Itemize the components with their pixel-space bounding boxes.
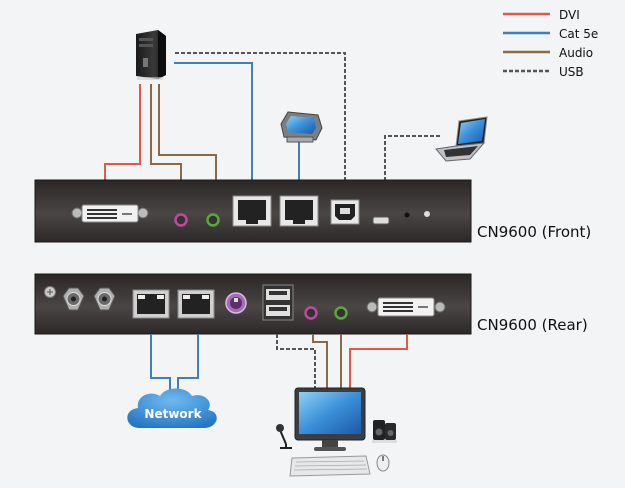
front-cables — [104, 52, 440, 210]
legend-item-audio: Audio — [503, 46, 593, 60]
rear-unit — [34, 273, 472, 335]
mini-usb-port-front — [372, 216, 390, 225]
monitor-icon — [294, 387, 366, 451]
reset-button[interactable] — [423, 210, 431, 218]
legend-item-usb: USB — [503, 65, 584, 79]
cable-cat5e-pc — [174, 62, 253, 190]
touch-panel-icon — [280, 111, 323, 143]
dvi-port-rear — [366, 297, 446, 317]
network-label: Network — [144, 407, 202, 421]
legend-label-usb: USB — [559, 65, 584, 79]
audio-jack-pink-rear — [304, 306, 318, 320]
speakers-icon — [372, 420, 397, 443]
mouse-icon — [376, 454, 390, 472]
front-unit-label: CN9600 (Front) — [477, 223, 591, 241]
rj45-port-front-1 — [232, 195, 272, 227]
cable-usb-pc — [175, 52, 346, 197]
legend: DVI Cat 5e Audio USB — [503, 8, 598, 79]
microphone-icon — [276, 424, 292, 449]
ps2-port — [225, 292, 247, 314]
cable-cat5e-network-2 — [177, 334, 199, 392]
dvi-port-front — [71, 204, 149, 223]
cable-usb-console — [276, 334, 316, 388]
legend-item-dvi: DVI — [503, 8, 580, 22]
rear-unit-label: CN9600 (Rear) — [477, 316, 588, 334]
audio-jack-green-front — [206, 213, 220, 227]
legend-label-audio: Audio — [559, 46, 593, 60]
legend-label-dvi: DVI — [559, 8, 580, 22]
led-indicator — [404, 212, 410, 218]
cable-audio-console-1 — [312, 334, 328, 388]
usb-b-port-front — [330, 199, 360, 225]
ground-screw-icon — [44, 286, 56, 298]
cable-audio-front-1 — [150, 84, 182, 190]
pc-tower-icon — [136, 30, 166, 80]
cable-dvi-front — [104, 84, 141, 190]
legend-label-cat5e: Cat 5e — [559, 27, 598, 41]
rj45-port-rear-1 — [132, 289, 170, 319]
cable-cat5e-network-1 — [150, 334, 171, 392]
rj45-port-front-2 — [279, 195, 319, 227]
rear-cables — [150, 334, 408, 392]
laptop-icon — [435, 116, 488, 162]
audio-jack-green-rear — [334, 306, 348, 320]
cable-dvi-console — [349, 334, 408, 388]
keyboard-icon — [289, 455, 371, 477]
front-unit — [34, 179, 472, 243]
audio-jack-pink-front — [174, 213, 188, 227]
cable-audio-front-2 — [158, 84, 217, 190]
power-jack-2 — [93, 287, 116, 311]
legend-item-cat5e: Cat 5e — [503, 27, 598, 41]
power-jack-1 — [62, 287, 85, 311]
network-cloud-icon: Network — [127, 388, 217, 428]
usb-a-ports-rear — [262, 284, 294, 321]
rj45-port-rear-2 — [177, 289, 215, 319]
